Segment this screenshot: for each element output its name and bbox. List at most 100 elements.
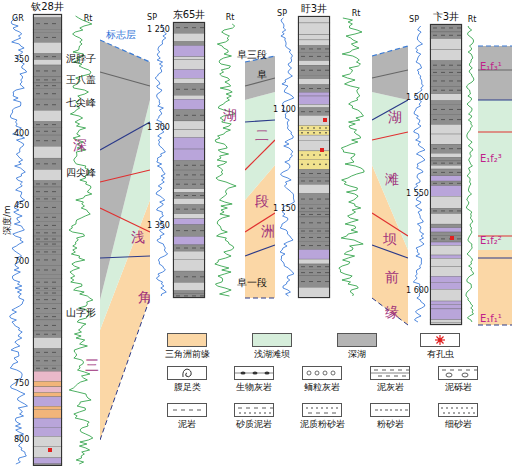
rock-layer [33,18,62,30]
well-name: 东65井 [173,10,206,20]
legend-text: 浅湖滩坝 [254,350,290,359]
legend-item: 砂质泥岩 [232,403,276,437]
log-name: SP [409,16,419,24]
mud-dash [317,70,321,71]
mud-dash [52,207,56,208]
mud-dash [441,183,445,184]
member-label: 段 [255,194,269,208]
legend-item: 有孔虫 [418,333,462,367]
unit-code: E₁f₃¹ [480,62,502,72]
sand-dot [307,127,309,129]
rock-layer [298,184,330,193]
pattern-dash [375,410,378,411]
rock-layer [430,134,462,144]
rock-layer [173,33,205,41]
pattern-dot [456,407,458,409]
rock-layer [298,126,330,131]
rock-layer [430,157,462,161]
legend-swatch [370,366,410,380]
mud-dash [44,124,48,125]
legend-item: 粉砂岩 [368,403,412,437]
mud-dash [457,80,461,81]
rock-layer [430,301,462,304]
rock-layer [33,331,62,338]
log-track [150,22,245,298]
gr-sp-curve [413,26,425,322]
rock-layer [33,83,62,88]
legend-item: 泥砾岩 [436,366,480,400]
mud-dash [52,70,56,71]
mud-dash [317,214,321,215]
rock-layer [33,458,62,464]
rock-layer [33,77,62,83]
rock-layer [298,61,330,66]
mud-dash [309,70,313,71]
depth-number: 750 [14,380,29,388]
rock-layer [298,194,330,205]
rock-layer [33,427,62,436]
mud-dash [325,272,329,273]
mud-dash [441,72,445,73]
mud-dash [301,237,305,238]
mud-dash [441,119,445,120]
well-column: 东65井 [173,22,205,298]
rock-layer [298,250,330,260]
rock-layer [298,79,330,85]
mud-dash [441,210,445,211]
mud-dash [449,119,453,120]
mud-dash [317,222,321,223]
rock-layer [173,99,205,110]
correlation-line [100,298,150,440]
rock-layer [33,33,62,43]
rock-layer [33,158,62,169]
mud-dash [184,195,188,196]
mud-dash [44,288,48,289]
pattern-dot [451,407,453,409]
mud-dash [200,27,204,28]
legend-symbol [421,334,459,346]
mud-dash [36,131,40,132]
rock-layer [33,181,62,187]
rock-layer [430,94,462,101]
mud-dash [52,163,56,164]
rock-layer [298,205,330,212]
mud-dash [36,198,40,199]
legend-text: 粉砂岩 [377,420,404,429]
rock-layer [173,189,205,193]
rock-layer [430,255,462,258]
legend-symbol [371,404,409,416]
mud-dash [44,131,48,132]
mud-dash [301,70,305,71]
rock-layer [173,291,205,294]
mud-dash [36,239,40,240]
legend-text: 泥砾岩 [445,383,472,392]
pattern-ooid [315,371,319,375]
legend-item: 深湖 [335,333,379,367]
rock-layer [298,46,330,53]
rock-layer [33,356,62,365]
mud-dash [44,85,48,86]
rock-layer [33,291,62,296]
mud-dash [301,173,305,174]
mud-dash [44,93,48,94]
marker-bed-label: 标志层 [106,30,136,40]
mud-dash [441,238,445,239]
mud-dash [44,104,48,105]
mud-dash [36,104,40,105]
depth-number: 1 100 [273,106,296,114]
legend-swatch [302,403,342,417]
mud-dash [317,88,321,89]
rock-layer [298,40,330,46]
rock-layer [430,245,462,255]
mud-dash [52,288,56,289]
mud-dash [36,124,40,125]
facies-char: 坝 [383,232,397,246]
rock-layer [173,259,205,271]
log-track [275,16,372,298]
rock-layer [298,217,330,229]
rock-layer [298,178,330,185]
gr-sp-curve [10,16,28,464]
pattern-dash [270,408,273,409]
mud-dash [449,109,453,110]
mud-dash [449,172,453,173]
